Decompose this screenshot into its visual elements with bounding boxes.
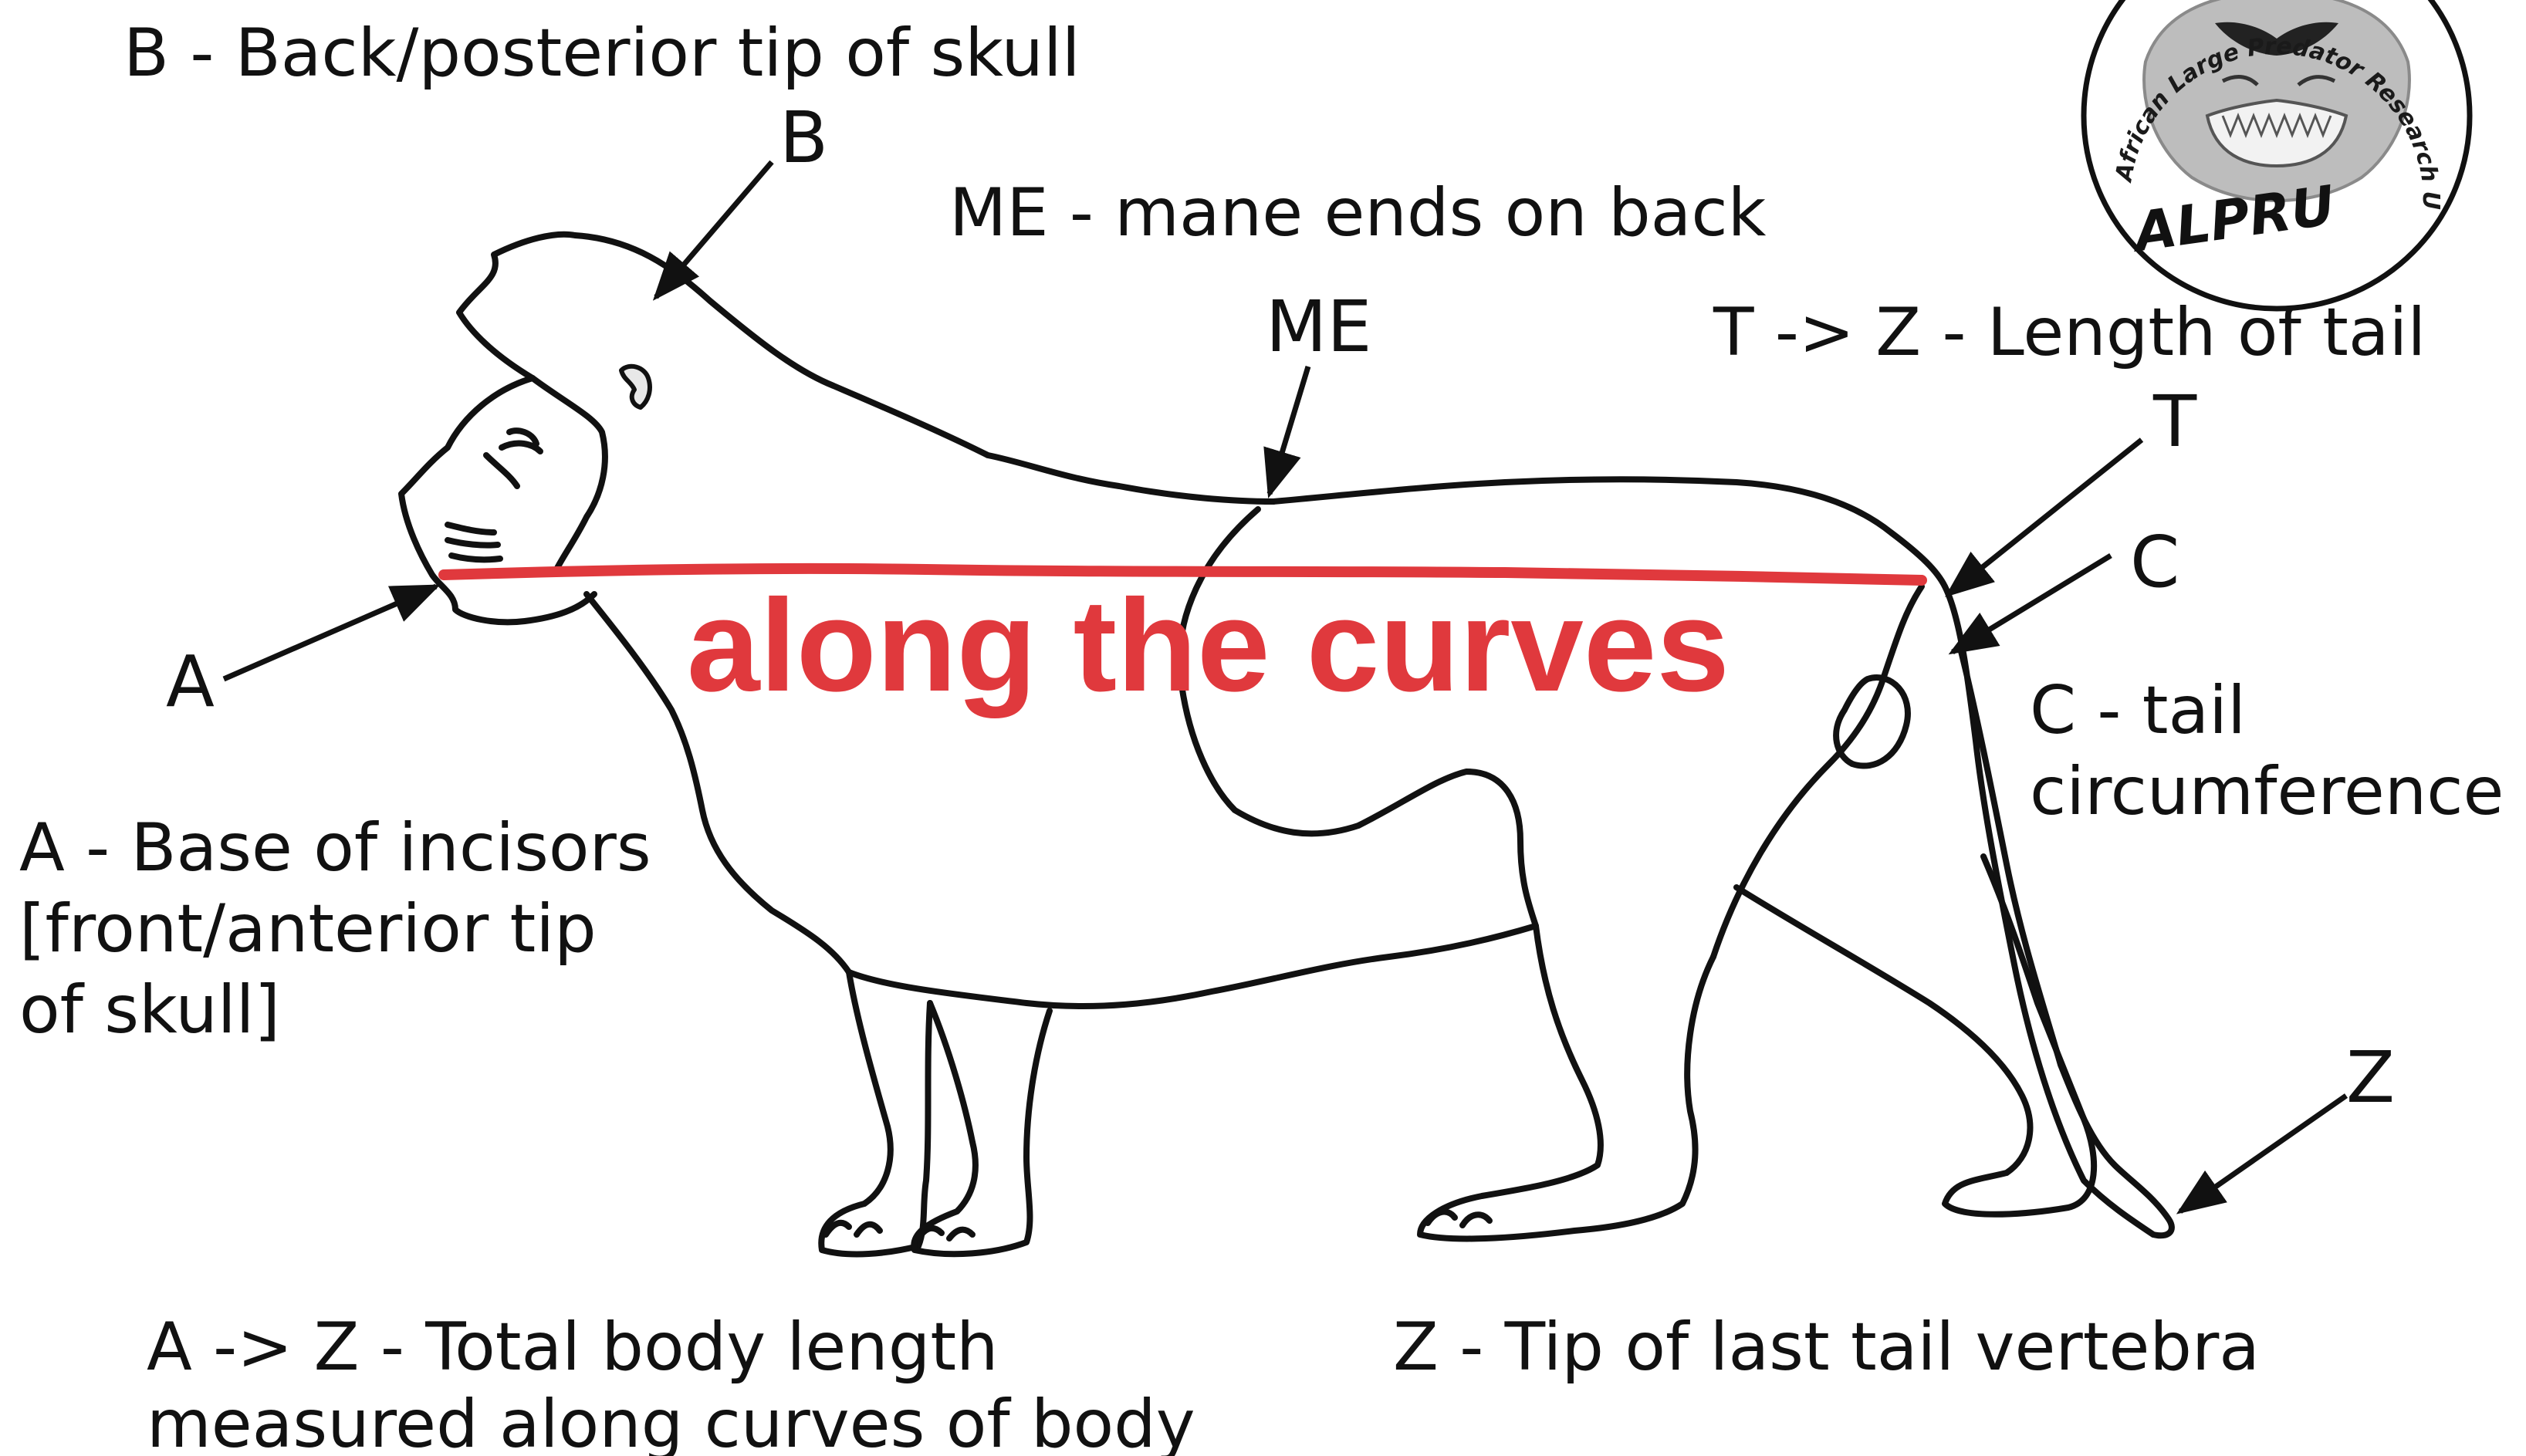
label-a-description-line2: [front/anterior tip xyxy=(19,890,597,968)
brow-detail xyxy=(486,455,517,486)
genital-outline xyxy=(1836,677,1908,765)
label-b-description: B - Back/posterior tip of skull xyxy=(123,15,1080,92)
haunch-outline xyxy=(1713,586,1922,957)
jaw-outline xyxy=(533,378,605,571)
label-b-letter: B xyxy=(779,96,828,179)
label-az-description-line2: measured along curves of body xyxy=(147,1386,1195,1456)
red-caption: along the curves xyxy=(687,573,1730,719)
lion-face-icon xyxy=(2144,0,2409,201)
label-c-description-line1: C - tail xyxy=(2030,672,2246,749)
hind-paw-toes xyxy=(1428,1212,1490,1225)
label-az-description-line1: A -> Z - Total body length xyxy=(147,1309,999,1386)
hind-leg-near xyxy=(1420,926,1713,1238)
label-c-description-line2: circumference xyxy=(2030,753,2504,830)
label-me-letter: ME xyxy=(1266,285,1372,368)
face-outline xyxy=(401,378,594,622)
label-c-letter: C xyxy=(2130,521,2179,603)
label-a-letter: A xyxy=(166,640,215,723)
arrow-t xyxy=(1949,440,2142,594)
mane-outline xyxy=(459,235,1273,502)
label-z-description: Z - Tip of last tail vertebra xyxy=(1393,1309,2260,1386)
ear-outline xyxy=(621,367,650,407)
front-leg-2 xyxy=(914,1003,1050,1254)
belly-outline xyxy=(849,926,1536,1006)
lion-outline xyxy=(401,235,2172,1255)
arrow-z xyxy=(2180,1096,2346,1211)
label-me-description: ME - mane ends on back xyxy=(949,174,1767,252)
label-a-description-line3: of skull] xyxy=(19,971,280,1049)
label-t-letter: T xyxy=(2152,380,2197,463)
label-a-description-line1: A - Base of incisors xyxy=(19,809,651,887)
label-z-letter: Z xyxy=(2346,1036,2395,1119)
arrow-b xyxy=(656,162,772,297)
arrow-me xyxy=(1270,367,1308,494)
eye-detail xyxy=(502,431,540,451)
arrow-a xyxy=(224,586,436,679)
whisker-detail xyxy=(448,525,500,559)
hind-leg-far xyxy=(1736,856,2094,1214)
front-leg-1 xyxy=(821,972,930,1254)
front-paw-toes xyxy=(826,1223,972,1238)
